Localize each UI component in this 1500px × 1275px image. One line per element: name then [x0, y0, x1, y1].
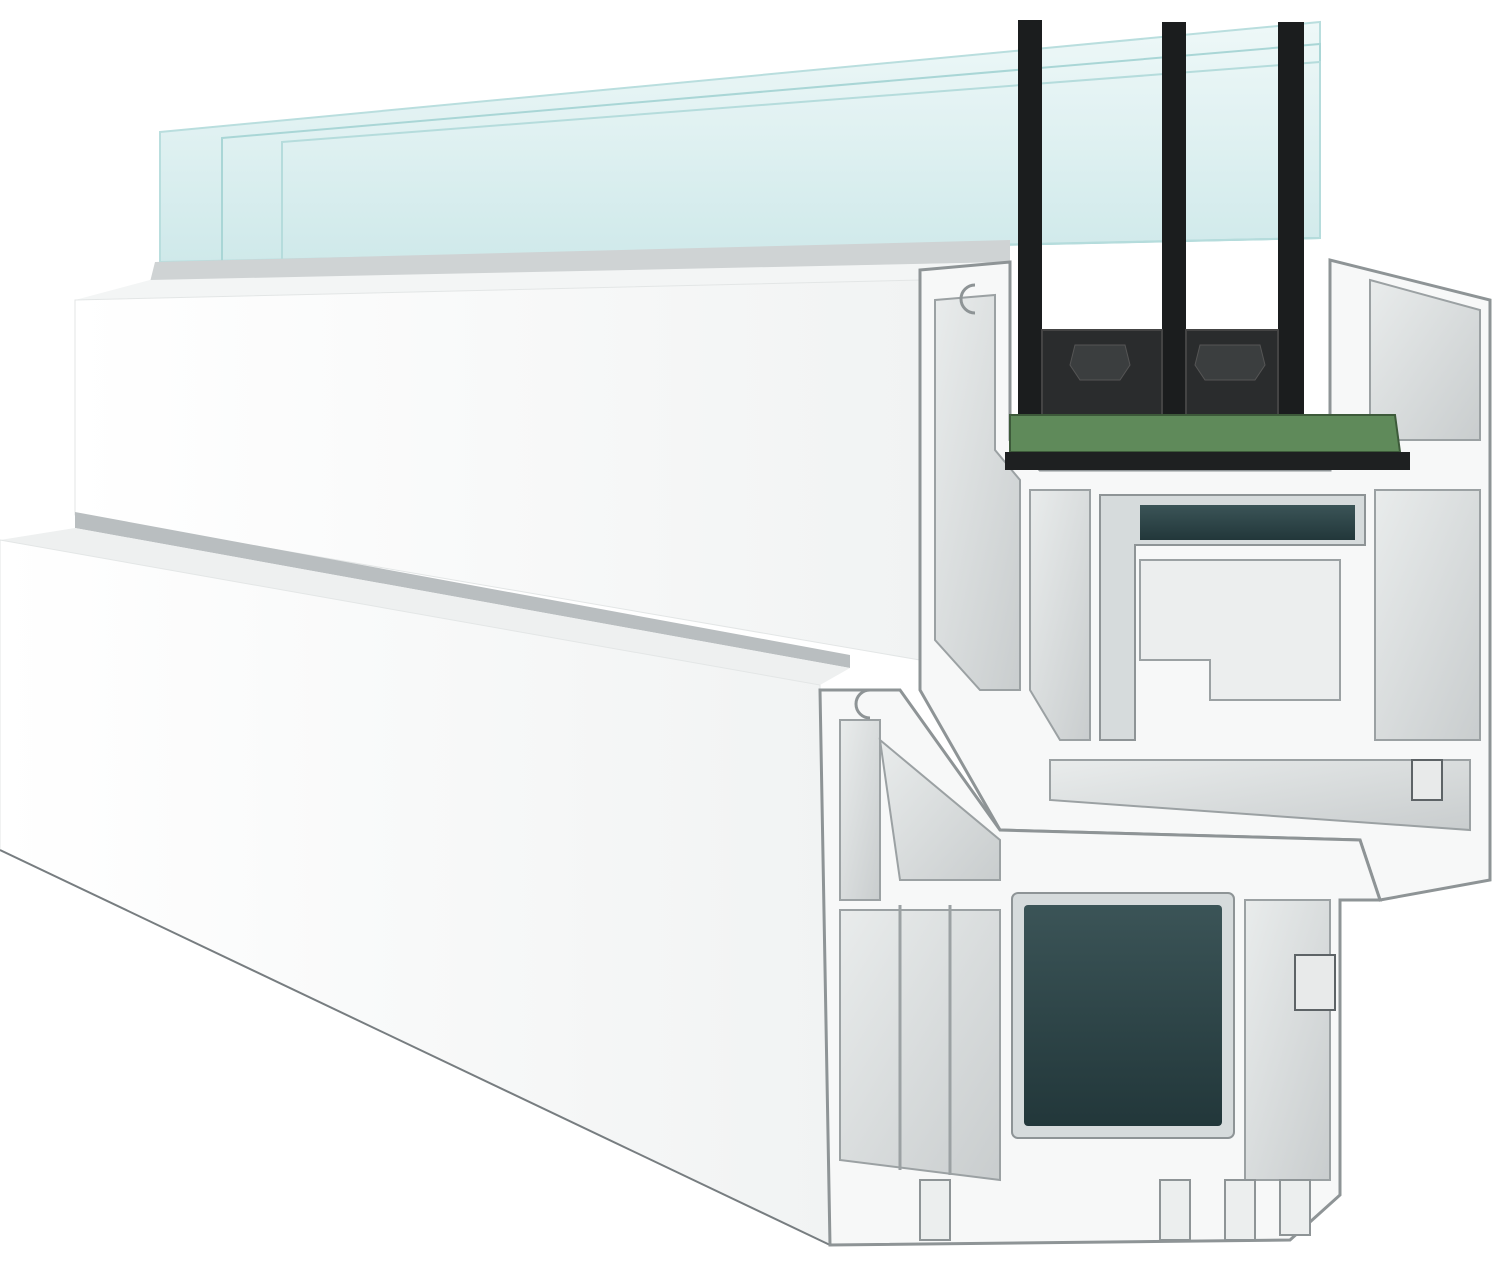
- glass-unit: [159, 20, 1321, 264]
- glazing-bead: [150, 240, 1010, 282]
- frame-chamber-3: [839, 909, 1001, 1182]
- frame-foot-2: [1159, 1179, 1191, 1241]
- frame-foot-1: [919, 1179, 951, 1241]
- spacer-2-detail: [1194, 344, 1266, 381]
- sash-chamber-3: [1369, 278, 1481, 441]
- frame-bottom-edge: [0, 849, 831, 1246]
- frame-chamber-1: [839, 719, 881, 901]
- frame-seal-teeth: [1294, 954, 1336, 1011]
- sash-seal-teeth: [1411, 759, 1443, 801]
- sash-chamber-2: [1029, 489, 1091, 741]
- glass-section: [1005, 20, 1410, 470]
- frame-chamber-2: [878, 737, 1001, 881]
- glass-pane-section-2: [1162, 22, 1186, 450]
- sash-chamber-4: [1374, 489, 1481, 741]
- glass-pane-inner: [281, 60, 1321, 262]
- sash-extrusion: [74, 262, 1010, 668]
- sash-steel-inner: [1140, 505, 1355, 540]
- sash-seal-groove: [959, 283, 976, 315]
- glass-pane-section-1: [1018, 20, 1042, 450]
- frame-seal-groove: [854, 688, 871, 720]
- frame-foot-3: [1224, 1179, 1256, 1241]
- glazing-block-green: [1009, 414, 1402, 453]
- sash-chamber-5: [1049, 759, 1471, 832]
- frame-cross-section: [818, 688, 1383, 1247]
- frame-steel-inner: [1024, 905, 1222, 1126]
- frame-foot-4: [1279, 1179, 1311, 1236]
- sash-inner-web: [1139, 559, 1341, 701]
- glass-pane-section-3: [1278, 22, 1304, 450]
- sash-groove-line: [75, 512, 850, 668]
- sash-chamber-1: [934, 293, 1021, 691]
- frame-chamber-4: [1244, 899, 1331, 1181]
- glazing-block-base: [1005, 452, 1410, 470]
- sash-top-face: [75, 262, 1010, 300]
- spacer-1-detail: [1069, 344, 1131, 381]
- frame-top-face: [0, 528, 850, 685]
